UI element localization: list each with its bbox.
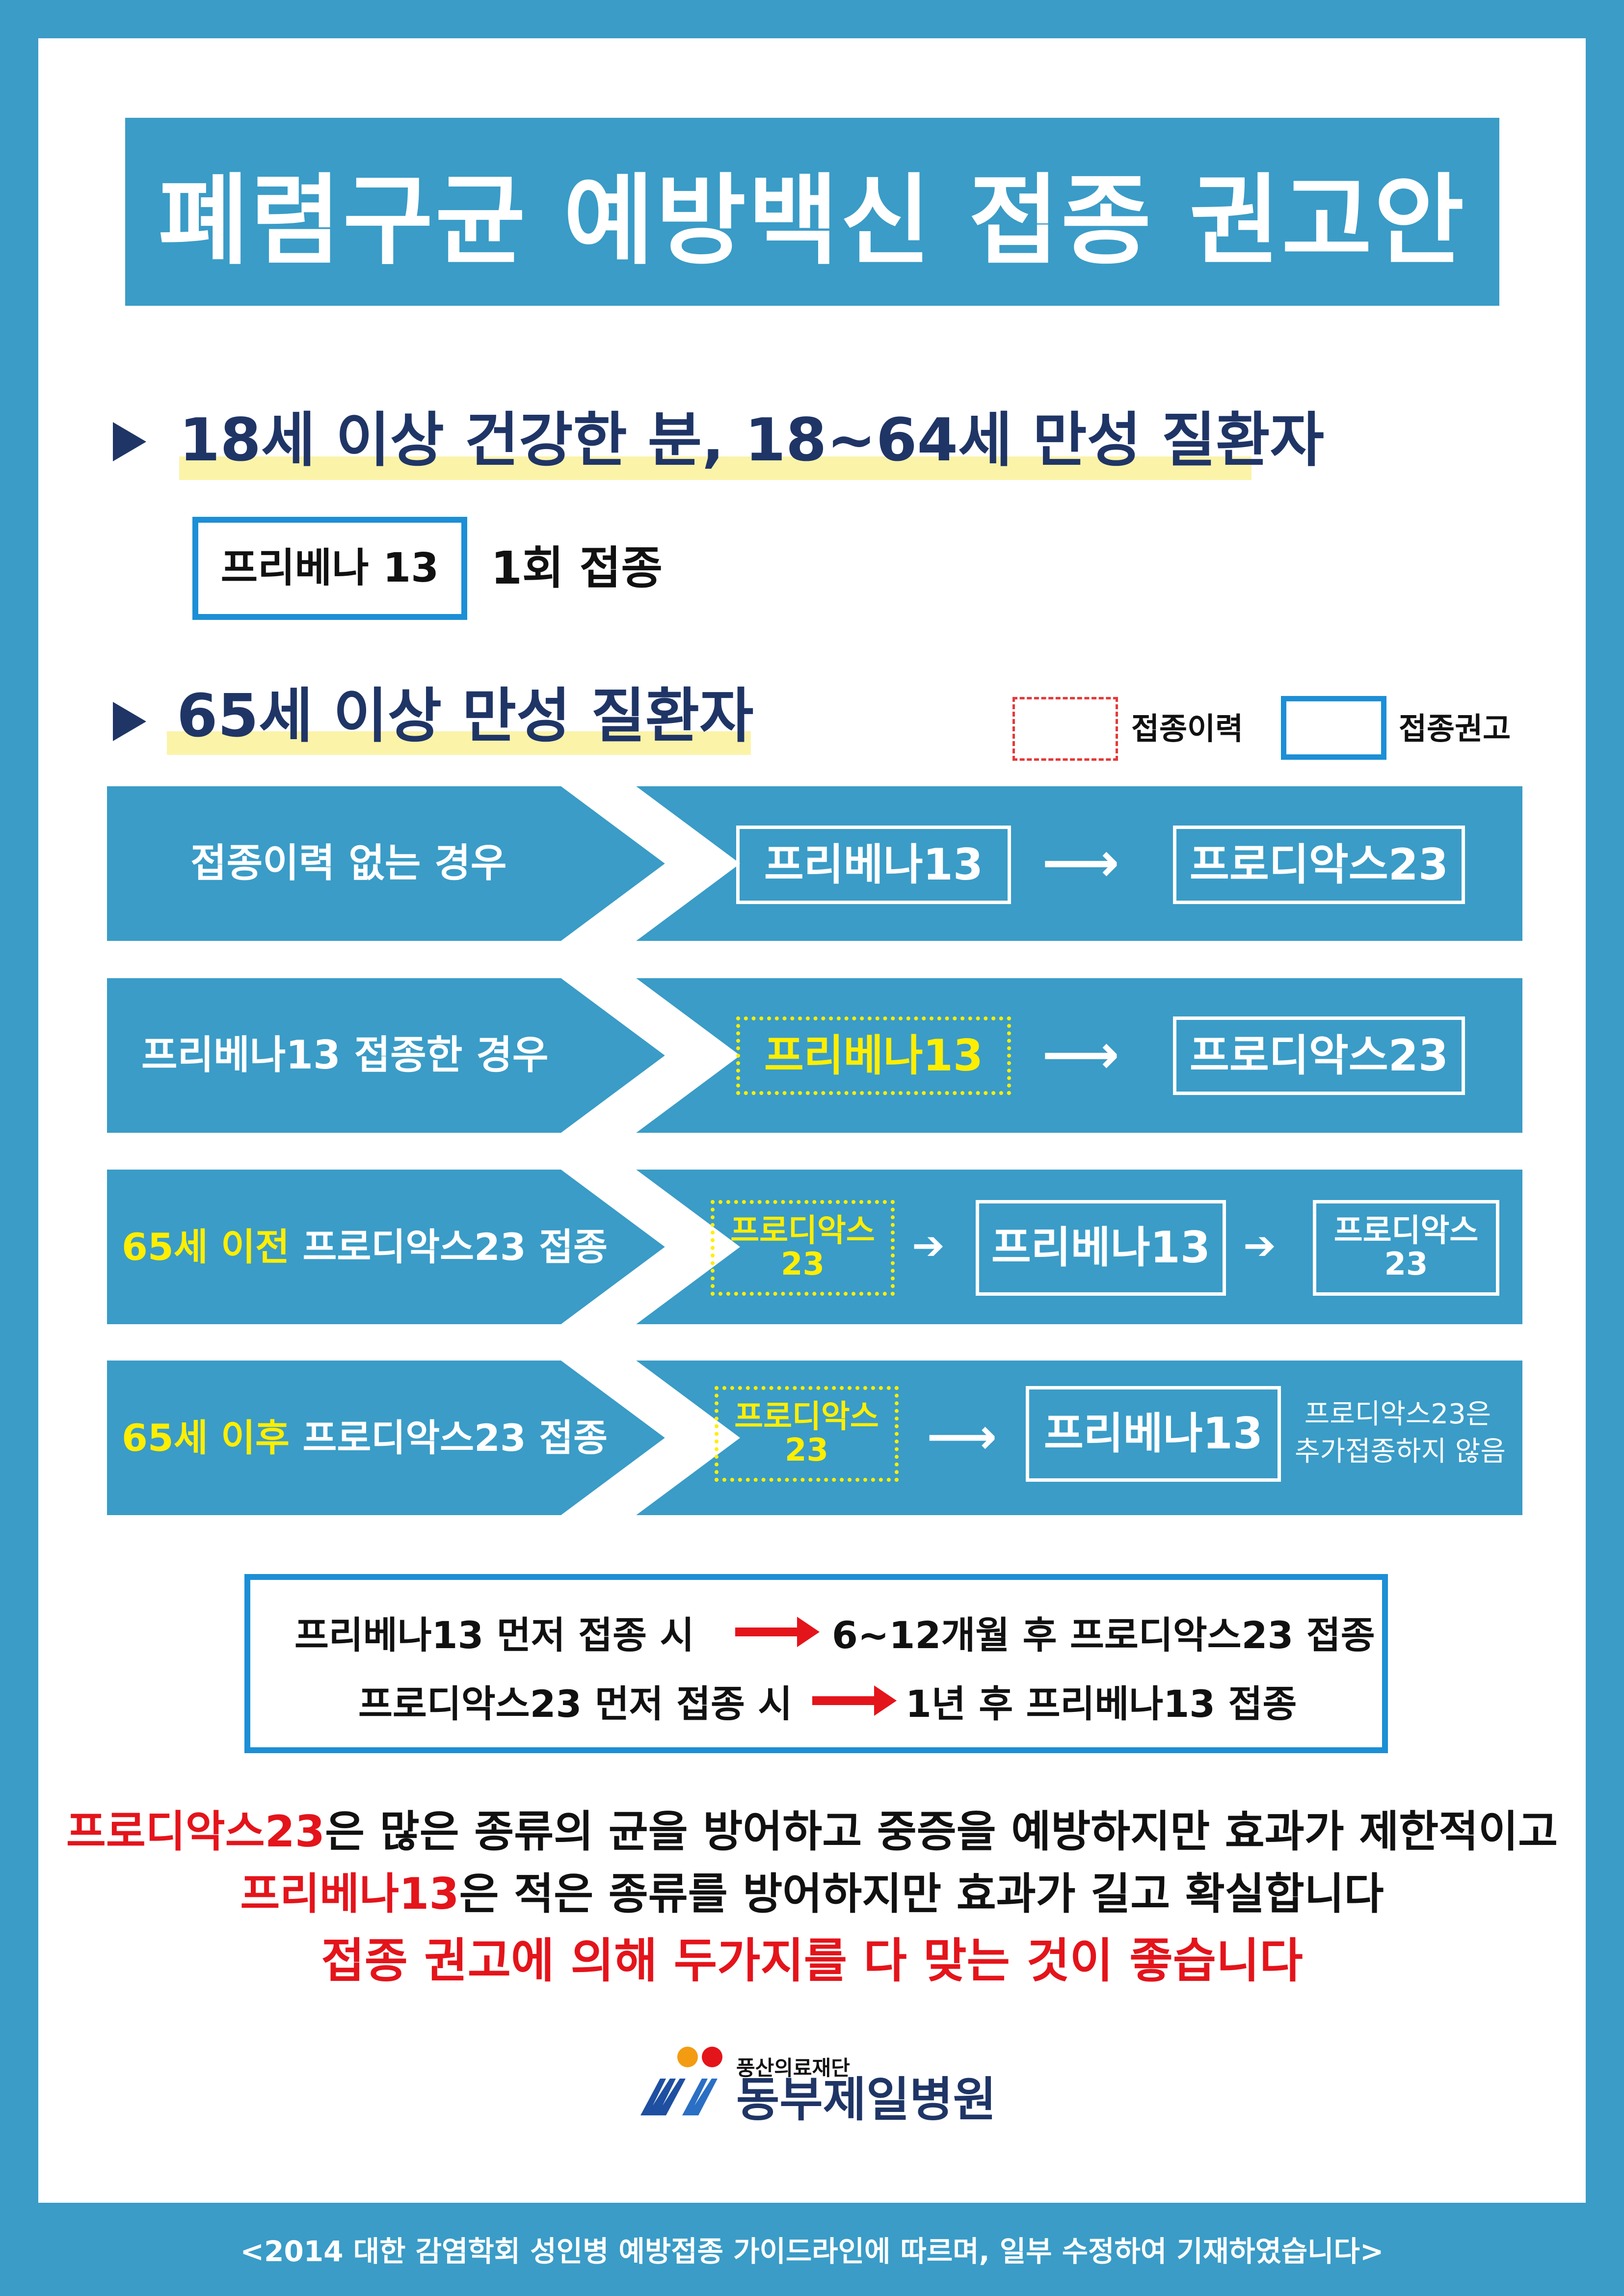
section1-bullet-icon — [113, 422, 146, 461]
section1-dose-text: 1회 접종 — [491, 542, 663, 594]
row-label: 65세 이후 프로디악스23 접종 — [122, 1416, 608, 1460]
section1-vaccine-box: 프리베나 13 — [192, 517, 467, 620]
interval-line1-right: 6~12개월 후 프로디악스23 접종 — [832, 1613, 1375, 1657]
legend-recommend-swatch — [1281, 696, 1386, 760]
section1-heading: 18세 이상 건강한 분, 18~64세 만성 질환자 — [179, 406, 1324, 475]
row-label: 프리베나13 접종한 경우 — [141, 1032, 549, 1078]
arrow-right-icon: ⟶ — [1042, 1023, 1119, 1086]
step-prevnar13-box: 프리베나13 — [736, 826, 1011, 904]
arrow-right-icon: ⟶ — [927, 1408, 997, 1465]
title-banner: 폐렴구균 예방백신 접종 권고안 — [125, 118, 1499, 306]
legend-history-swatch — [1012, 697, 1118, 761]
schedule-row-prevnar-done: 프리베나13 접종한 경우 프리베나13 ⟶ 프로디악스23 — [107, 978, 1522, 1133]
row-label: 접종이력 없는 경우 — [190, 840, 507, 886]
legend-recommend-label: 접종권고 — [1399, 711, 1511, 747]
arrow-right-icon: ➔ — [1243, 1223, 1277, 1268]
row-chevron — [561, 786, 740, 941]
row-chevron — [561, 978, 740, 1133]
red-arrow-icon — [812, 1685, 897, 1716]
row-label: 65세 이전 프로디악스23 접종 — [122, 1225, 608, 1269]
summary-line2: 프리베나13은 적은 종류를 방어하지만 효과가 길고 확실합니다 — [240, 1869, 1384, 1919]
arrow-right-icon: ➔ — [912, 1223, 945, 1268]
section2-bullet-icon — [113, 702, 146, 741]
interval-note-box: 프리베나13 먼저 접종 시 6~12개월 후 프로디악스23 접종 프로디악스… — [244, 1574, 1388, 1753]
page-title: 폐렴구균 예방백신 접종 권고안 — [158, 163, 1466, 278]
summary-line1: 프로디악스23은 많은 종류의 균을 방어하고 중증을 예방하지만 효과가 제한… — [66, 1806, 1558, 1857]
footer-source-note: <2014 대한 감염학회 성인병 예방접종 가이드라인에 따르며, 일부 수정… — [240, 2235, 1384, 2268]
summary-line3: 접종 권고에 의해 두가지를 다 맞는 것이 좋습니다 — [321, 1933, 1303, 1988]
legend-history-label: 접종이력 — [1131, 711, 1244, 747]
step-prodiax23-box: 프로디악스23 — [1173, 1016, 1465, 1095]
section1-highlight — [179, 456, 1251, 480]
schedule-row-no-history: 접종이력 없는 경우 프리베나13 ⟶ 프로디악스23 — [107, 786, 1522, 941]
step-prevnar13-history-box: 프리베나13 — [736, 1016, 1011, 1095]
section2-highlight — [167, 731, 751, 755]
red-arrow-icon — [735, 1617, 820, 1647]
interval-line1-left: 프리베나13 먼저 접종 시 — [294, 1613, 694, 1657]
arrow-right-icon: ⟶ — [1042, 831, 1119, 894]
no-extra-dose-note: 프로디악스23은 추가접종하지 않음 — [1295, 1398, 1506, 1468]
hospital-name: 동부제일병원 — [736, 2072, 996, 2127]
foundation-name: 풍산의료재단 — [736, 2056, 850, 2080]
section2-heading: 65세 이상 만성 질환자 — [177, 682, 754, 750]
hospital-logo-icon — [636, 2047, 724, 2125]
step-prevnar13-box: 프리베나13 — [976, 1200, 1226, 1296]
step-prevnar13-box: 프리베나13 — [1026, 1386, 1281, 1482]
step-prodiax23-box: 프로디악스23 — [1173, 826, 1465, 904]
interval-line2-right: 1년 후 프리베나13 접종 — [905, 1682, 1297, 1726]
section1-vaccine-label: 프리베나 13 — [220, 545, 439, 591]
interval-line2-left: 프로디악스23 먼저 접종 시 — [358, 1682, 793, 1726]
